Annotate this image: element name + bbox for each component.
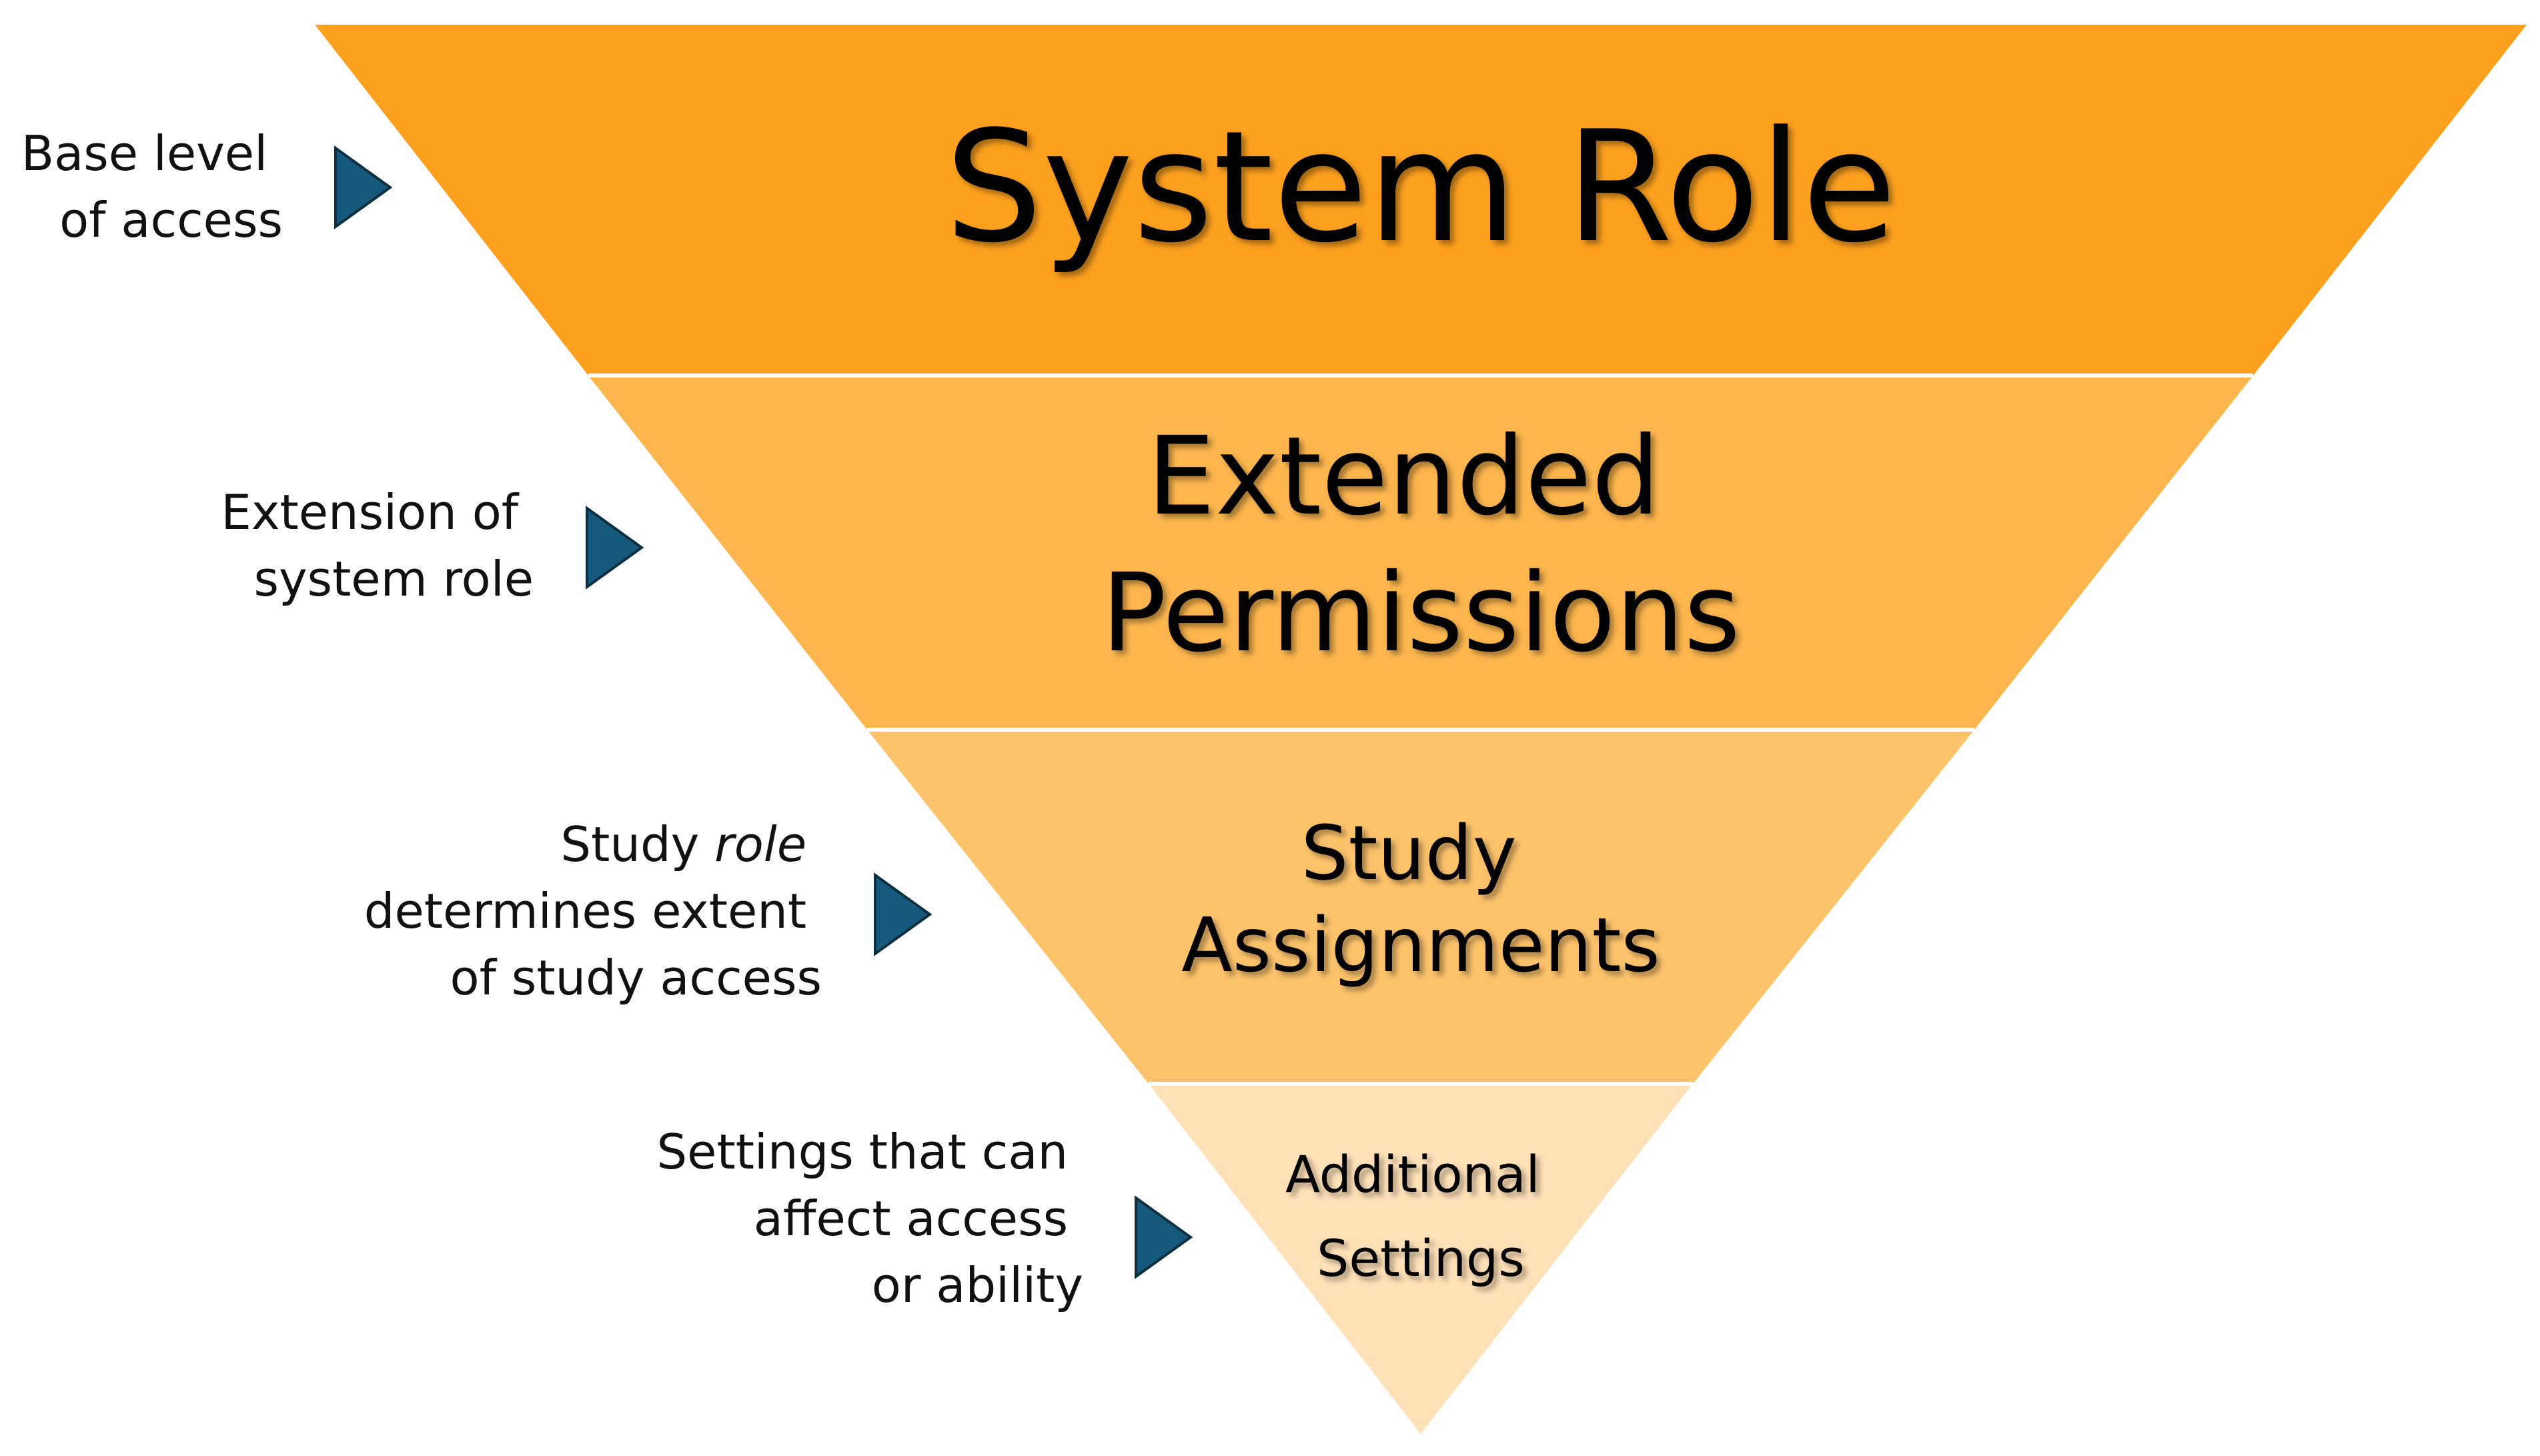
tier-band-extended-permissions	[588, 376, 2253, 730]
annotation-line: of access	[59, 192, 283, 248]
annotation-line: or ability	[872, 1257, 1083, 1313]
annotation-line: of study access	[450, 950, 822, 1006]
tier-title-line: Extended	[1147, 414, 1660, 540]
tier-title-line: Permissions	[1101, 551, 1740, 676]
annotation-line: Base level	[21, 125, 267, 181]
annotation-segment-italic: role	[714, 816, 806, 872]
tier-band-additional-settings	[1149, 1084, 1693, 1434]
annotation-line: affect access	[754, 1191, 1068, 1247]
tier-title-line: Additional	[1285, 1145, 1540, 1204]
play-triangle-icon	[874, 872, 932, 956]
play-triangle-icon	[586, 506, 644, 590]
play-triangle-icon	[1135, 1195, 1193, 1279]
tier-band-system-role	[315, 25, 2527, 376]
annotation-base-level: Base level of access	[21, 125, 283, 248]
annotation-segment: Study	[560, 816, 714, 872]
tier-band-study-assignments	[867, 730, 1974, 1084]
annotation-line: Extension of	[221, 484, 519, 540]
annotation-settings: Settings that can affect access or abili…	[656, 1124, 1083, 1313]
play-triangle-icon	[334, 145, 393, 229]
annotation-extension-of-system-role: Extension of system role	[221, 484, 534, 607]
annotation-line: system role	[253, 551, 534, 607]
annotation-line: determines extent	[364, 883, 806, 939]
tier-title-line: Settings	[1317, 1229, 1525, 1288]
tier-title-additional-settings: Additional Settings	[1285, 1145, 1556, 1288]
annotation-line: Study role	[560, 816, 806, 872]
tier-title-line: System Role	[945, 99, 1896, 277]
tier-title-extended-permissions: Extended Permissions	[1101, 414, 1740, 676]
annotation-study-role: Study role determines extent of study ac…	[364, 816, 822, 1006]
tier-title-system-role: System Role	[945, 99, 1896, 277]
tier-title-study-assignments: Study Assignments	[1181, 810, 1660, 989]
tier-title-line: Assignments	[1181, 902, 1660, 989]
tier-title-line: Study	[1301, 810, 1517, 897]
annotation-line: Settings that can	[656, 1124, 1068, 1180]
